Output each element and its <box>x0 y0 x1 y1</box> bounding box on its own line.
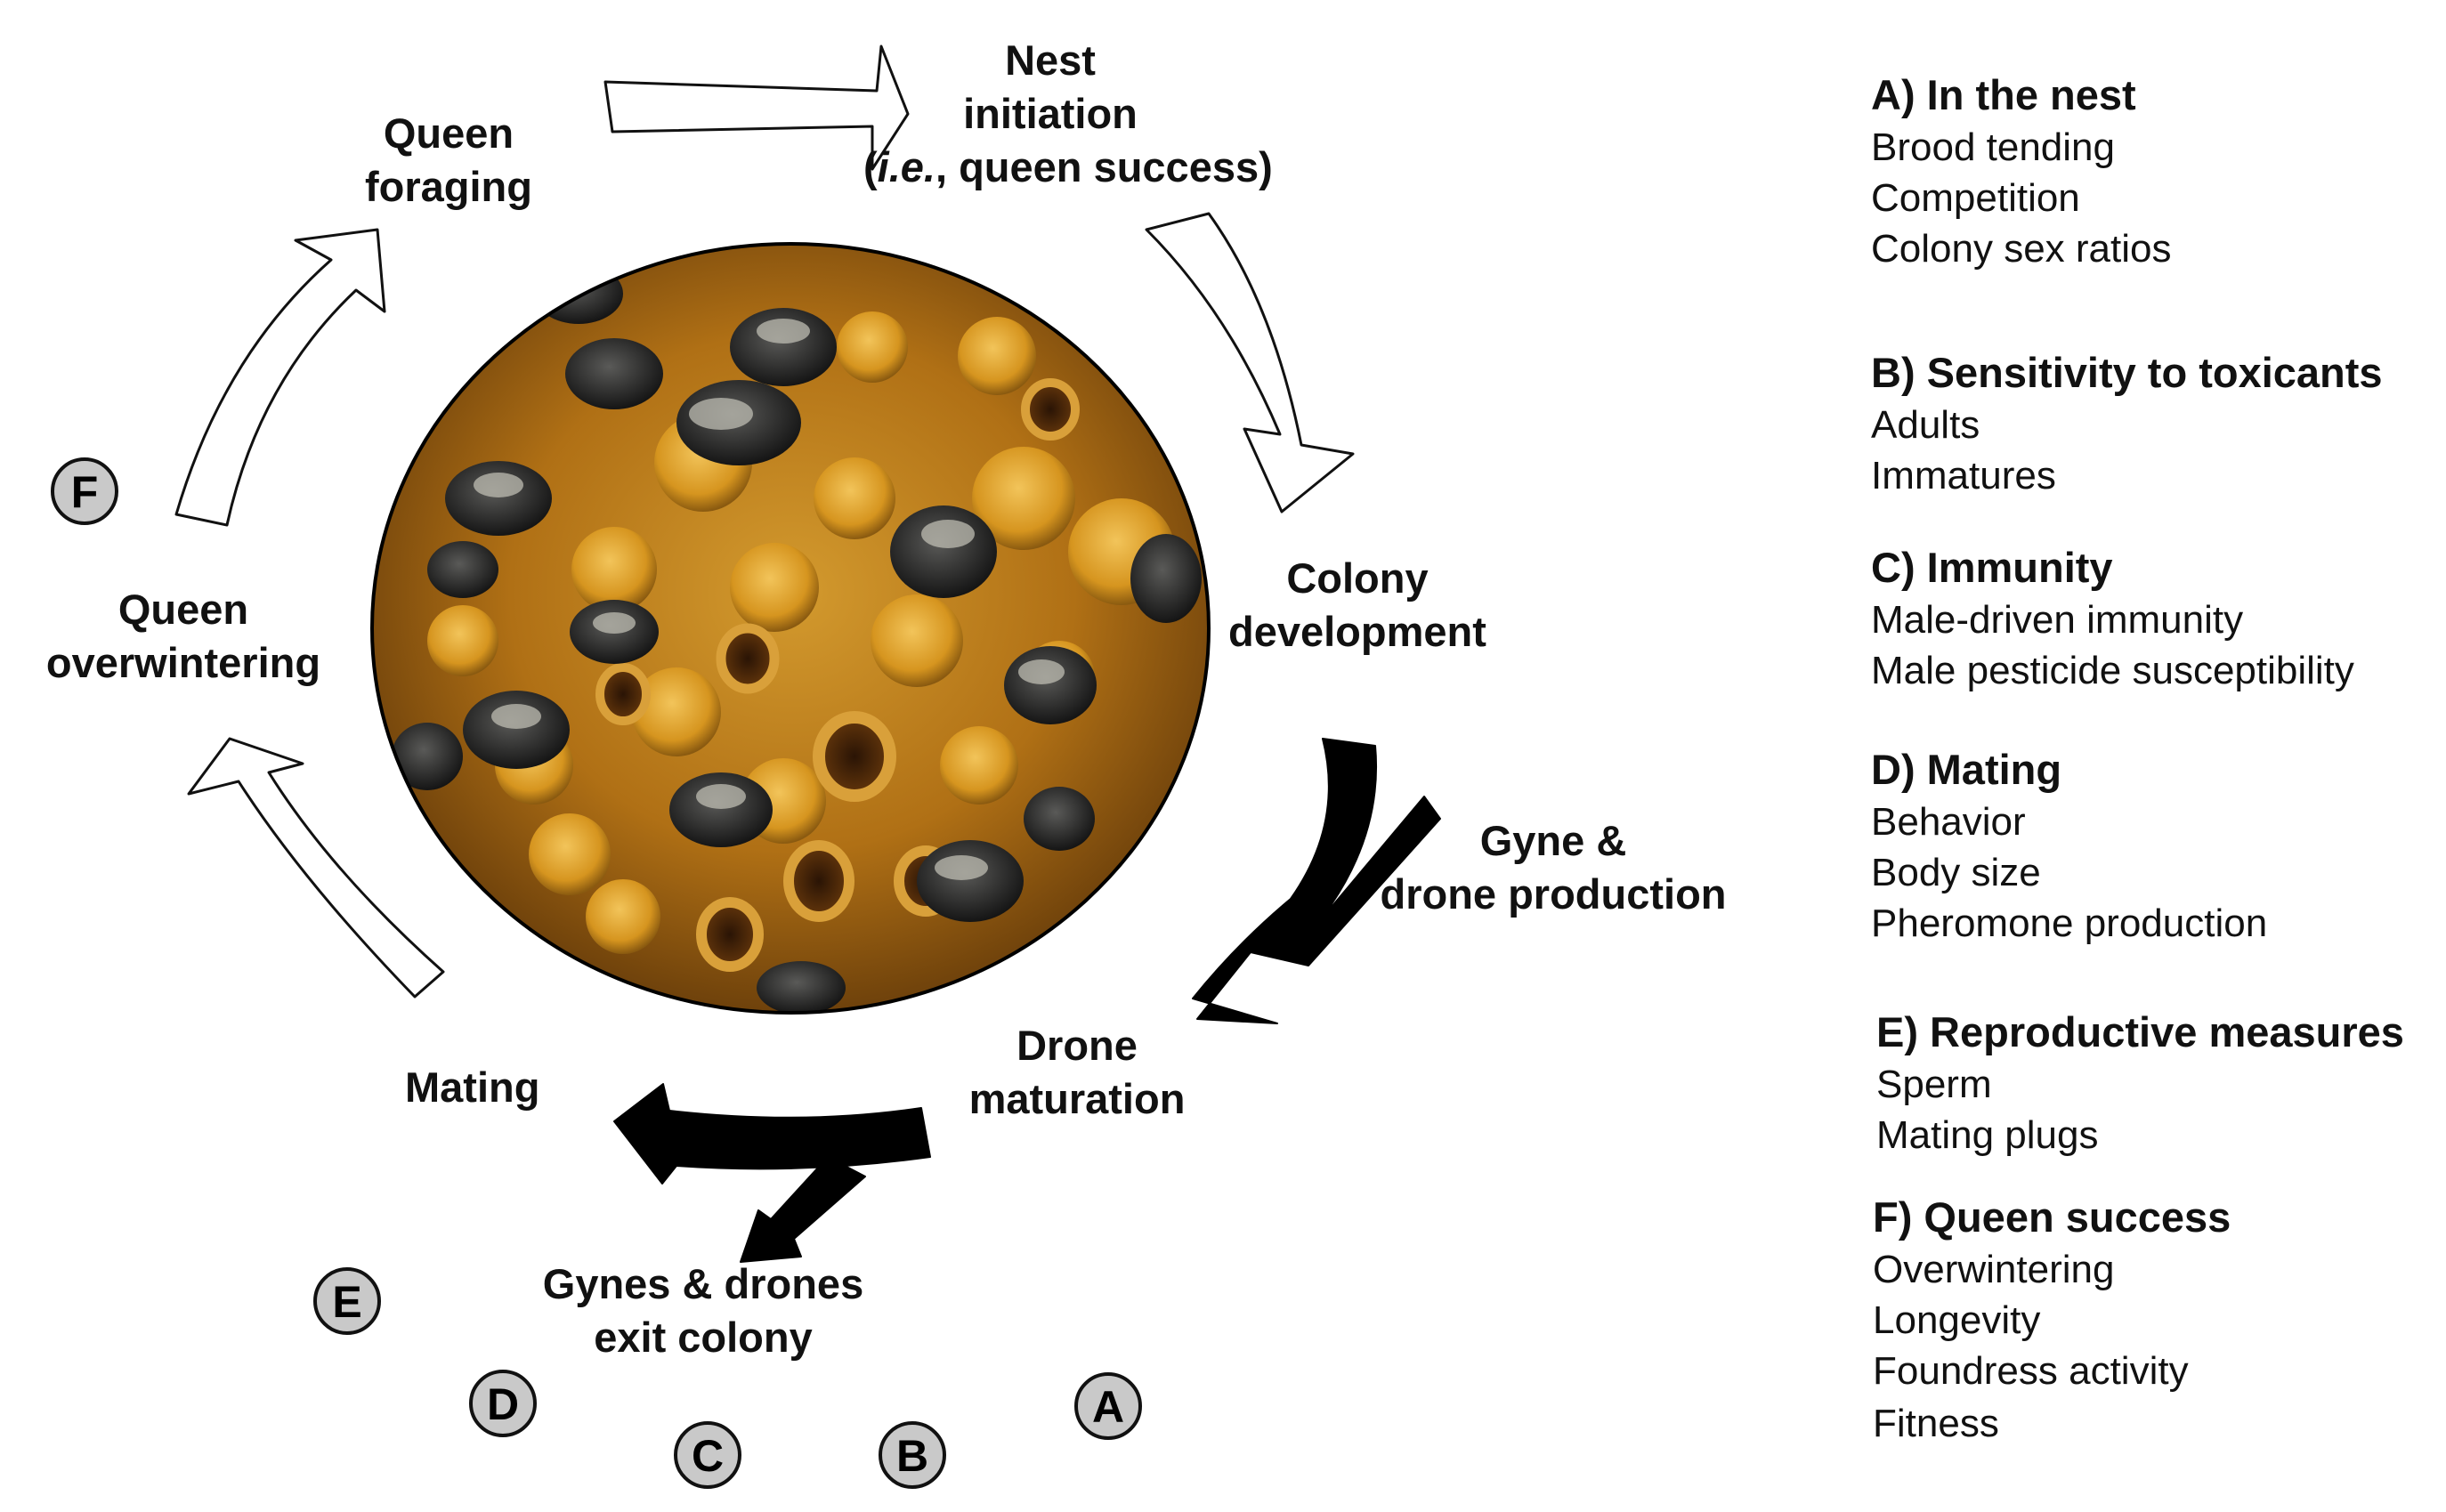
legend-item: Male-driven immunity <box>1871 598 2244 642</box>
bumble-bees <box>392 263 1202 1013</box>
label-mating: Mating <box>405 1063 540 1111</box>
legend-heading-a: A) In the nest <box>1871 71 2136 118</box>
legend-item: Foundress activity <box>1873 1349 2189 1393</box>
badge-d: D <box>469 1370 537 1437</box>
arrow-foraging-to-nest-initiation <box>603 44 910 171</box>
legend-item: Brood tending <box>1871 125 2115 169</box>
legend-heading-f: F) Queen success <box>1873 1193 2231 1241</box>
legend-item: Behavior <box>1871 800 2026 844</box>
label-colony-development: Colony development <box>1228 554 1486 655</box>
arrow-colony-development-to-drone-maturation <box>1192 738 1441 1024</box>
label-drone-maturation: Drone maturation <box>968 1022 1186 1122</box>
legend-item: Immatures <box>1871 454 2056 497</box>
label-gynes-drones-exit-colony: Gynes & drones exit colony <box>542 1260 864 1361</box>
label-queen-foraging: Queen foraging <box>365 109 532 210</box>
badge-c: C <box>674 1421 741 1489</box>
solid-arrows <box>613 738 1441 1263</box>
svg-text:C: C <box>692 1431 724 1481</box>
badge-e: E <box>313 1267 381 1335</box>
legend-item: Male pesticide susceptibility <box>1871 649 2354 692</box>
legend-item: Body size <box>1871 851 2041 894</box>
photo-border <box>370 242 1211 1015</box>
label-queen-overwintering: Queen overwintering <box>45 586 321 686</box>
legend-item: Colony sex ratios <box>1871 227 2172 271</box>
badge-b: B <box>879 1421 946 1489</box>
badge-f: F <box>51 457 118 525</box>
legend-item: Mating plugs <box>1876 1113 2099 1157</box>
badges: A B C D E F <box>51 457 1142 1489</box>
legend-heading-c: C) Immunity <box>1871 544 2113 591</box>
legend-item: Competition <box>1871 176 2080 220</box>
legend-item: Sperm <box>1876 1063 1992 1106</box>
arrow-mating-to-overwintering <box>187 737 445 999</box>
svg-text:E: E <box>332 1277 361 1327</box>
legend-item: Adults <box>1871 403 1980 447</box>
legend-heading-d: D) Mating <box>1871 746 2062 793</box>
nest-initiation-note: (i.e., queen success) <box>863 143 1273 190</box>
svg-text:F: F <box>71 467 99 517</box>
legend-item: Pheromone production <box>1871 902 2268 945</box>
label-nest-initiation: Nest initiation (i.e., queen success) <box>863 34 1273 194</box>
legend-heading-b: B) Sensitivity to toxicants <box>1871 349 2383 396</box>
legend-item: Overwintering <box>1873 1248 2115 1291</box>
arrow-drone-maturation-to-mating <box>613 1083 931 1185</box>
bee-fur-highlights <box>474 319 1065 880</box>
arrow-overwintering-to-foraging <box>174 228 386 527</box>
outline-arrows <box>174 44 1355 999</box>
badge-a: A <box>1074 1372 1142 1440</box>
legend-item: Longevity <box>1873 1298 2041 1342</box>
arrow-to-exit-colony <box>740 1156 866 1263</box>
colony-photo <box>372 244 1209 1013</box>
svg-text:A: A <box>1092 1382 1124 1432</box>
svg-text:D: D <box>487 1379 519 1429</box>
legend-item: Fitness <box>1873 1402 1999 1445</box>
label-gyne-drone-production: Gyne & drone production <box>1380 817 1727 918</box>
arrow-nest-initiation-to-colony-development <box>1145 212 1355 513</box>
legend-heading-e: E) Reproductive measures <box>1876 1008 2404 1055</box>
svg-text:B: B <box>896 1431 928 1481</box>
